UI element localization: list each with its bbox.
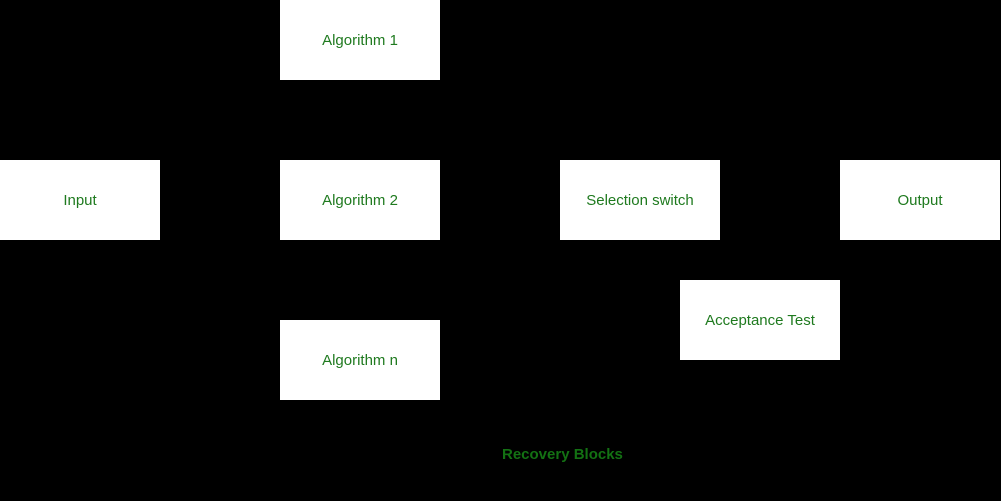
node-selection-switch-label: Selection switch — [586, 191, 694, 209]
node-algorithm-n-label: Algorithm n — [322, 351, 398, 369]
node-acceptance-test-label: Acceptance Test — [705, 311, 815, 329]
node-algorithm-n[interactable]: Algorithm n — [280, 320, 440, 400]
node-algorithm-2-label: Algorithm 2 — [322, 191, 398, 209]
node-output[interactable]: Output — [840, 160, 1000, 240]
node-algorithm-2[interactable]: Algorithm 2 — [280, 160, 440, 240]
node-selection-switch[interactable]: Selection switch — [560, 160, 720, 240]
diagram-caption: Recovery Blocks — [502, 446, 623, 463]
node-input[interactable]: Input — [0, 160, 160, 240]
node-input-label: Input — [63, 191, 97, 209]
node-algorithm-1[interactable]: Algorithm 1 — [280, 0, 440, 80]
node-output-label: Output — [897, 191, 943, 209]
node-acceptance-test[interactable]: Acceptance Test — [680, 280, 840, 360]
node-algorithm-1-label: Algorithm 1 — [322, 31, 398, 49]
